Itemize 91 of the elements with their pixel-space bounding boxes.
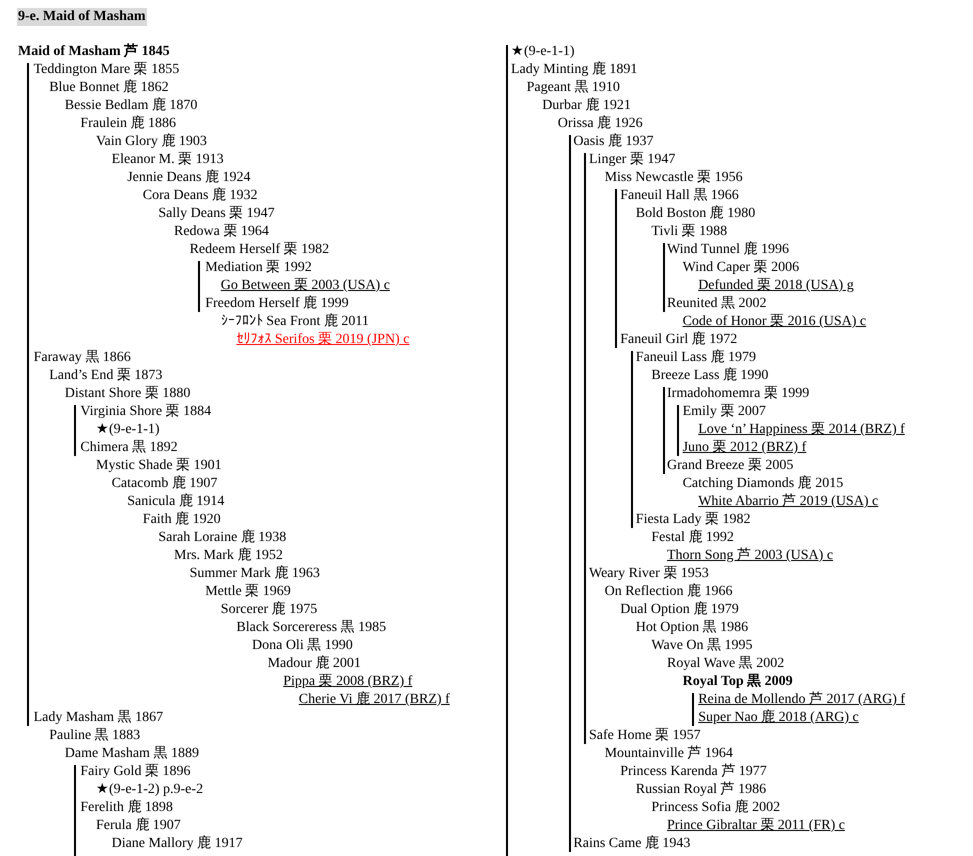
pedigree-entry: Faneuil Girl 鹿 1972 — [620, 331, 738, 349]
pedigree-entry: Madour 鹿 2001 — [268, 655, 361, 673]
pedigree-entry: Vain Glory 鹿 1903 — [96, 133, 207, 151]
pedigree-entry: ★(9-e-1-1) — [511, 43, 575, 61]
pedigree-entry: Ferelith 鹿 1898 — [80, 799, 173, 817]
pedigree-entry: Faneuil Lass 鹿 1979 — [636, 349, 756, 367]
pedigree-entry: Mediation 栗 1992 — [205, 259, 312, 277]
pedigree-entry: Blue Bonnet 鹿 1862 — [49, 79, 169, 97]
pedigree-entry: Redowa 栗 1964 — [174, 223, 269, 241]
pedigree-entry: Reina de Mollendo 芦 2017 (ARG) f — [698, 691, 906, 709]
pedigree-entry: Faraway 黒 1866 — [34, 349, 131, 367]
pedigree-entry: ★(9-e-1-1) — [96, 421, 160, 439]
section-heading: 9-e. Maid of Masham — [17, 8, 147, 26]
pedigree-entry: Irmadohomemra 栗 1999 — [667, 385, 810, 403]
pedigree-entry: Catching Diamonds 鹿 2015 — [682, 475, 844, 493]
pedigree-entry: Faneuil Hall 黒 1966 — [620, 187, 739, 205]
pedigree-entry: White Abarrio 芦 2019 (USA) c — [698, 493, 878, 511]
pedigree-entry: Sarah Loraine 鹿 1938 — [158, 529, 286, 547]
pedigree-entry: Rains Came 鹿 1943 — [573, 835, 690, 853]
pedigree-entry: Summer Mark 鹿 1963 — [190, 565, 320, 583]
pedigree-entry: Orissa 鹿 1926 — [558, 115, 643, 133]
pedigree-entry: Mettle 栗 1969 — [205, 583, 291, 601]
pedigree-entry: Distant Shore 栗 1880 — [64, 385, 190, 403]
pedigree-entry: Grand Breeze 栗 2005 — [667, 457, 794, 475]
pedigree-entry: Sanicula 鹿 1914 — [127, 493, 224, 511]
pedigree-entry: Thorn Song 芦 2003 (USA) c — [667, 547, 834, 565]
pedigree-entry: Wind Caper 栗 2006 — [682, 259, 800, 277]
pedigree-entry: Virginia Shore 栗 1884 — [80, 403, 212, 421]
pedigree-entry: Royal Top 黒 2009 — [682, 673, 793, 691]
pedigree-entry: Faith 鹿 1920 — [142, 511, 221, 529]
pedigree-entry: Emily 栗 2007 — [682, 403, 766, 421]
pedigree-entry: Dual Option 鹿 1979 — [620, 601, 739, 619]
pedigree-entry: Bessie Bedlam 鹿 1870 — [64, 97, 198, 115]
pedigree-entry: Bold Boston 鹿 1980 — [636, 205, 756, 223]
pedigree-entry: Mrs. Mark 鹿 1952 — [174, 547, 283, 565]
pedigree-entry: Juno 栗 2012 (BRZ) f — [682, 439, 806, 457]
pedigree-entry: Wind Tunnel 鹿 1996 — [667, 241, 789, 259]
pedigree-entry: Festal 鹿 1992 — [651, 529, 734, 547]
pedigree-entry: Defunded 栗 2018 (USA) g — [698, 277, 854, 295]
pedigree-entry: Go Between 栗 2003 (USA) c — [220, 277, 390, 295]
pedigree-entry: Princess Karenda 芦 1977 — [620, 763, 767, 781]
pedigree-entry: Russian Royal 芦 1986 — [636, 781, 766, 799]
pedigree-entry: Tivli 栗 1988 — [651, 223, 728, 241]
pedigree-entry: Maid of Masham 芦 1845 — [18, 43, 170, 61]
pedigree-entry: Weary River 栗 1953 — [589, 565, 709, 583]
pedigree-entry: Linger 栗 1947 — [589, 151, 676, 169]
pedigree-entry: Chimera 黒 1892 — [80, 439, 178, 457]
pedigree-entry: On Reflection 鹿 1966 — [604, 583, 733, 601]
pedigree-entry: Sorcerer 鹿 1975 — [220, 601, 318, 619]
pedigree-entry: Cora Deans 鹿 1932 — [142, 187, 258, 205]
pedigree-entry: Reunited 黒 2002 — [667, 295, 767, 313]
pedigree-entry: ｼｰﾌﾛﾝﾄ Sea Front 鹿 2011 — [220, 313, 369, 331]
pedigree-entry: Dame Masham 黒 1889 — [64, 745, 199, 763]
pedigree-entry: Fraulein 鹿 1886 — [80, 115, 176, 133]
pedigree-entry: Dona Oli 黒 1990 — [252, 637, 353, 655]
pedigree-entry: Black Sorcereress 黒 1985 — [236, 619, 386, 637]
pedigree-entry: Code of Honor 栗 2016 (USA) c — [682, 313, 866, 331]
pedigree-entry: Prince Gibraltar 栗 2011 (FR) c — [667, 817, 845, 835]
pedigree-entry: Miss Newcastle 栗 1956 — [604, 169, 743, 187]
pedigree-entry: Freedom Herself 鹿 1999 — [205, 295, 349, 313]
pedigree-entry: ★(9-e-1-2) p.9-e-2 — [96, 781, 204, 799]
pedigree-entry: Pageant 黒 1910 — [526, 79, 620, 97]
pedigree-entry: Oasis 鹿 1937 — [573, 133, 654, 151]
pedigree-entry: Hot Option 黒 1986 — [636, 619, 748, 637]
pedigree-entry: Diane Mallory 鹿 1917 — [112, 835, 243, 853]
pedigree-entry: Durbar 鹿 1921 — [542, 97, 631, 115]
pedigree-entry: Lady Minting 鹿 1891 — [511, 61, 638, 79]
pedigree-entry: Eleanor M. 栗 1913 — [112, 151, 224, 169]
pedigree-entry: Love ‘n’ Happiness 栗 2014 (BRZ) f — [698, 421, 905, 439]
pedigree-entry: Pippa 栗 2008 (BRZ) f — [283, 673, 412, 691]
pedigree-entry: Mountainville 芦 1964 — [604, 745, 733, 763]
pedigree-entry: Fiesta Lady 栗 1982 — [636, 511, 751, 529]
pedigree-entry: Pauline 黒 1883 — [49, 727, 140, 745]
pedigree-entry: Princess Sofia 鹿 2002 — [651, 799, 780, 817]
pedigree-entry: Cherie Vi 鹿 2017 (BRZ) f — [298, 691, 450, 709]
pedigree-entry: Safe Home 栗 1957 — [589, 727, 701, 745]
pedigree-entry: Jennie Deans 鹿 1924 — [127, 169, 250, 187]
pedigree-entry: Teddington Mare 栗 1855 — [34, 61, 180, 79]
pedigree-entry: Breeze Lass 鹿 1990 — [651, 367, 768, 385]
pedigree-entry: Mystic Shade 栗 1901 — [96, 457, 222, 475]
pedigree-entry: Land’s End 栗 1873 — [49, 367, 162, 385]
pedigree-entry: ｾﾘﾌｫｽ Serifos 栗 2019 (JPN) c — [236, 331, 410, 349]
pedigree-entry: Redeem Herself 栗 1982 — [190, 241, 330, 259]
pedigree-entry: Ferula 鹿 1907 — [96, 817, 181, 835]
pedigree-entry: Catacomb 鹿 1907 — [112, 475, 218, 493]
pedigree-entry: Royal Wave 黒 2002 — [667, 655, 784, 673]
pedigree-entry: Fairy Gold 栗 1896 — [80, 763, 190, 781]
pedigree-entry: Super Nao 鹿 2018 (ARG) c — [698, 709, 859, 727]
pedigree-entry: Lady Masham 黒 1867 — [34, 709, 164, 727]
pedigree-entry: Wave On 黒 1995 — [651, 637, 753, 655]
pedigree-entry: Sally Deans 栗 1947 — [158, 205, 275, 223]
